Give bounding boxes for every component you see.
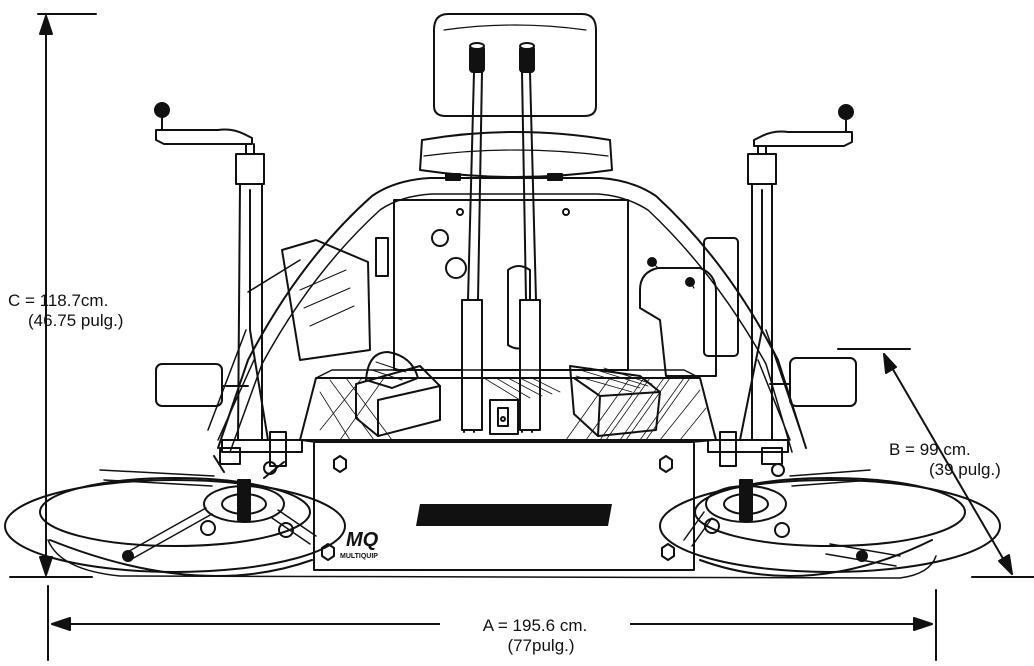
right-toolbox	[569, 365, 661, 437]
dimension-b-imperial: (39 pulg.)	[929, 460, 1001, 479]
mq-logo-mark: MQ	[346, 529, 379, 551]
brand-logo: MQ MULTIQUIP WHITEMAN	[338, 517, 658, 567]
left-crank-knob	[154, 102, 170, 118]
engine	[393, 199, 629, 371]
right-canister	[703, 237, 739, 357]
power-trowel	[4, 13, 1001, 579]
main-housing	[313, 441, 695, 571]
dimension-b-label: B = 99 cm. (39 pulg.)	[889, 440, 1001, 480]
right-pad	[789, 357, 857, 407]
housing-bolts	[321, 455, 675, 561]
dimension-a-imperial: (77pulg.)	[507, 636, 575, 655]
seat-cushion	[419, 131, 613, 178]
dimension-c-metric: C = 118.7cm.	[8, 291, 109, 310]
switch-box	[489, 399, 519, 435]
seat-back	[433, 13, 597, 117]
dimension-c-imperial: (46.75 pulg.)	[28, 311, 124, 330]
dimension-c-label: C = 118.7cm. (46.75 pulg.)	[8, 291, 123, 331]
dimension-a-label: A = 195.6 cm. (77pulg.)	[440, 616, 630, 656]
brand-name: WHITEMAN	[396, 521, 591, 559]
mq-logo-sub: MULTIQUIP	[340, 553, 378, 560]
dimension-b-line	[837, 348, 1034, 578]
dimension-a-metric: A = 195.6 cm.	[440, 616, 630, 636]
roll-cage	[217, 177, 807, 449]
left-toolbox	[355, 365, 441, 437]
left-rotor	[4, 431, 346, 577]
left-pad	[155, 363, 223, 407]
dimension-b-metric: B = 99 cm.	[889, 440, 971, 459]
right-rotor	[659, 431, 1001, 577]
left-tank	[281, 239, 371, 361]
base-plate	[47, 539, 937, 579]
right-crank-knob	[838, 104, 854, 120]
left-pedal	[365, 351, 419, 389]
dimension-c-line	[9, 13, 97, 578]
